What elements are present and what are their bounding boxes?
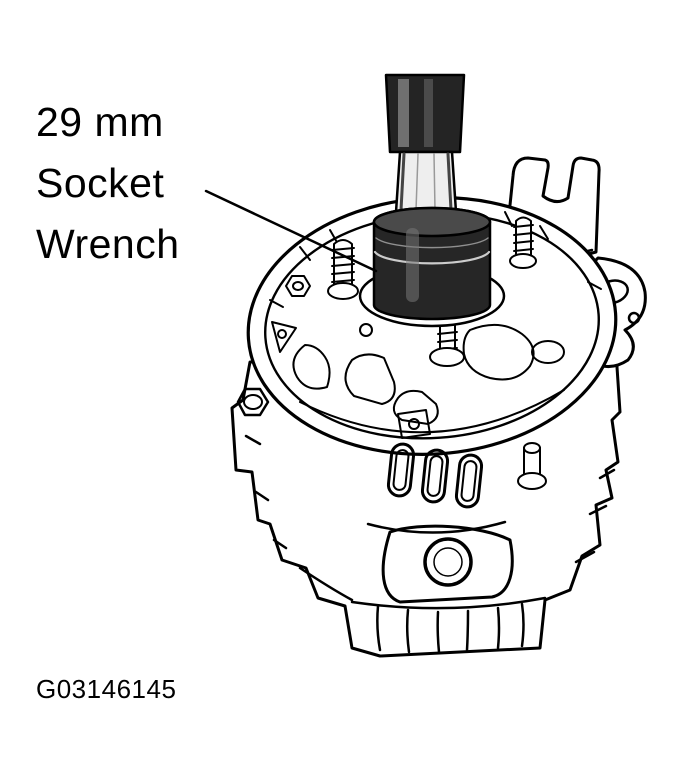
rim-tick <box>539 225 549 240</box>
stud-base <box>429 347 465 367</box>
rim-tick <box>269 299 284 308</box>
vent-slots <box>366 442 507 534</box>
stud-base <box>327 282 359 300</box>
stud-thread <box>331 247 355 251</box>
square-pad <box>397 409 431 439</box>
vent-slot <box>420 448 450 504</box>
body-fin-line <box>598 468 616 480</box>
skirt-top-line <box>350 596 547 610</box>
left-bracket-hole <box>277 329 287 339</box>
mounting-foot <box>381 524 514 604</box>
vent-slot-inner <box>460 460 478 502</box>
neck-shade-line <box>399 152 406 212</box>
callout-label: 29 mm Socket Wrench <box>36 92 180 275</box>
stud-thread <box>331 255 355 259</box>
face-opening <box>392 389 439 425</box>
face-opening-small <box>531 340 565 364</box>
neck-shade-line <box>433 153 436 211</box>
skirt-rib <box>376 604 382 652</box>
stud-thread <box>437 331 458 335</box>
stud-cap <box>523 442 541 454</box>
stud-thread <box>331 271 355 275</box>
rim-tick <box>504 211 513 227</box>
neck-shade-line <box>446 152 453 212</box>
shaft-highlight-mid <box>424 79 433 147</box>
skirt-rib <box>496 606 501 650</box>
face-opening <box>344 353 396 405</box>
callout-leader-line <box>204 189 378 273</box>
socket-wrench <box>358 73 506 328</box>
face-opening <box>462 323 535 381</box>
stud-thread <box>331 263 355 267</box>
stud-thread <box>513 232 534 236</box>
face-opening <box>292 344 331 390</box>
hex-fastener <box>285 275 311 297</box>
neck-shade-line <box>415 153 419 211</box>
body-contour <box>298 566 354 602</box>
left-rim-nut-hole <box>243 394 263 410</box>
stud-right-top <box>509 216 537 269</box>
body-tick <box>244 434 262 446</box>
body-fin-line <box>588 504 608 516</box>
foot-hole-inner <box>433 547 463 577</box>
stud-thread <box>513 224 534 228</box>
body-tick <box>272 538 288 550</box>
vent-slot <box>386 442 416 498</box>
face-details <box>236 275 565 439</box>
callout-line-1: 29 mm <box>36 99 164 145</box>
stud-base <box>509 253 537 269</box>
rim-tick <box>299 246 311 261</box>
rim-tick <box>587 281 602 290</box>
vent-slot <box>454 453 484 509</box>
vent-slot-inner <box>426 455 444 497</box>
stud-shank <box>515 216 532 259</box>
left-bracket <box>271 321 297 353</box>
socket-highlight <box>406 228 419 302</box>
socket-ring-highlight <box>373 250 491 265</box>
stud-thread <box>513 240 534 244</box>
face-inner-bottom-arc <box>299 389 565 434</box>
stud-base <box>517 472 547 490</box>
socket-top-face <box>372 206 492 238</box>
vent-slot-inner <box>392 449 410 491</box>
skirt-rib <box>465 609 470 652</box>
stud-right-lower <box>517 442 547 490</box>
left-rim-nut <box>236 387 270 417</box>
skirt-rib <box>405 608 411 654</box>
skirt-rib <box>520 602 525 648</box>
square-pad-hole <box>408 418 420 430</box>
body-tick <box>254 490 270 502</box>
rim-ticks <box>269 211 602 308</box>
stud-thread <box>513 248 534 252</box>
socket-ring-highlight-2 <box>375 237 489 249</box>
body-fin-line <box>574 550 596 564</box>
shaft-highlight <box>398 79 409 147</box>
vent-under-arc <box>366 520 507 534</box>
figure-id: G03146145 <box>36 674 177 704</box>
lug-hole-small <box>627 311 641 325</box>
foot-hole <box>423 537 473 587</box>
callout-line-2: Socket <box>36 160 165 206</box>
stud-thread <box>437 339 458 343</box>
face-hole-small <box>359 323 373 337</box>
hex-fastener-hole <box>292 281 304 291</box>
callout-line-3: Wrench <box>36 221 180 267</box>
stud-thread <box>331 279 355 283</box>
skirt-rib <box>436 610 441 654</box>
